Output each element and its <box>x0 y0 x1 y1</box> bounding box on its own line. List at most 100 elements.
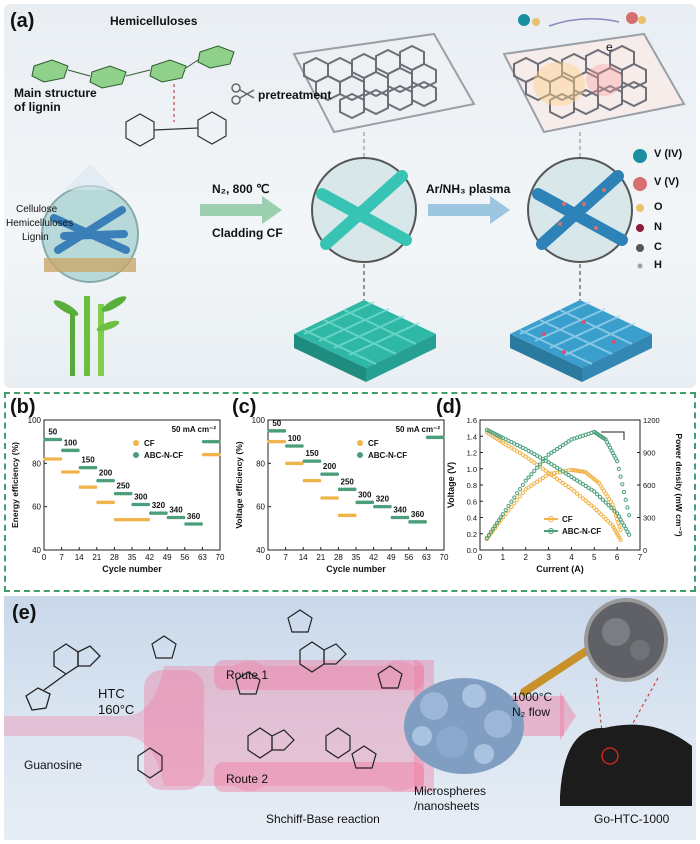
data-point <box>340 513 344 518</box>
data-point <box>623 526 628 531</box>
x-tick-label: 4 <box>569 553 574 562</box>
data-point <box>312 459 317 463</box>
x-tick-label: 49 <box>387 553 396 562</box>
data-point <box>297 444 302 448</box>
data-point <box>380 504 385 509</box>
data-point <box>555 446 560 452</box>
arrow-plasma <box>428 196 510 224</box>
data-point <box>603 516 608 522</box>
data-point <box>141 517 146 522</box>
data-point <box>206 439 211 444</box>
data-point <box>181 515 186 520</box>
data-point <box>543 455 548 461</box>
data-point <box>494 521 499 526</box>
legend-h: H <box>654 259 662 271</box>
data-point <box>368 500 372 505</box>
y-tick-label: 40 <box>256 546 265 555</box>
data-point <box>58 457 63 461</box>
x-tick-label: 21 <box>92 553 101 562</box>
data-point <box>597 494 603 500</box>
data-point <box>83 465 88 470</box>
product-label: Go-HTC-1000 <box>594 812 670 826</box>
data-point <box>393 515 397 520</box>
data-point <box>438 435 443 440</box>
x-axis-label: Cycle number <box>326 564 386 574</box>
data-point <box>290 444 294 448</box>
y2-tick-label: 1200 <box>643 416 660 425</box>
data-point <box>307 478 312 483</box>
data-point <box>535 479 540 484</box>
data-point <box>337 487 342 492</box>
data-point <box>435 435 440 440</box>
x-tick-label: 42 <box>145 553 154 562</box>
data-point <box>66 448 70 453</box>
data-point <box>357 500 362 505</box>
x-tick-label: 56 <box>404 553 413 562</box>
data-point <box>375 504 380 509</box>
current-annotation: 50 mA cm⁻² <box>172 425 217 434</box>
data-point <box>91 465 95 470</box>
legend-label: ABC-N-CF <box>368 451 407 460</box>
furfural-molecule <box>151 609 377 769</box>
data-point <box>609 505 614 511</box>
data-point <box>523 454 528 459</box>
data-point <box>335 472 339 476</box>
data-point <box>537 477 543 482</box>
data-point <box>116 517 120 522</box>
y-axis-label: Voltage efficiency (%) <box>234 441 244 528</box>
data-point <box>317 478 322 483</box>
data-point <box>383 504 387 509</box>
data-point <box>43 457 48 461</box>
data-point <box>151 511 156 515</box>
legend-v5: V (V) <box>654 176 680 188</box>
arrow1-bottom-label: Cladding CF <box>212 226 283 240</box>
data-point <box>136 502 141 507</box>
y2-tick-label: 300 <box>643 514 656 523</box>
x-tick-label: 28 <box>334 553 343 562</box>
data-point <box>350 513 355 518</box>
data-point <box>540 475 545 481</box>
current-annotation: 50 mA cm⁻² <box>396 425 441 434</box>
data-point <box>201 439 206 444</box>
data-point <box>488 530 493 535</box>
x-tick-label: 70 <box>216 553 225 562</box>
data-point <box>196 522 201 526</box>
data-point <box>103 478 108 483</box>
data-point <box>285 461 289 466</box>
data-point <box>616 514 621 519</box>
x-tick-label: 14 <box>299 553 308 562</box>
x-tick-label: 7 <box>59 553 64 562</box>
x-tick-label: 3 <box>546 553 551 562</box>
data-point <box>529 483 534 488</box>
data-point <box>623 497 628 502</box>
data-point <box>347 487 352 492</box>
data-point <box>133 502 138 507</box>
legend-o: O <box>654 201 663 213</box>
bamboo-icon <box>53 296 127 376</box>
data-point <box>410 520 415 524</box>
panel-e-label: (e) <box>12 602 37 624</box>
data-point <box>520 482 525 487</box>
panel-c-label: (c) <box>232 396 257 418</box>
data-point <box>199 522 203 526</box>
data-point <box>300 444 304 448</box>
data-point <box>88 485 93 489</box>
data-point <box>267 439 272 444</box>
data-point <box>131 517 136 522</box>
data-point <box>206 452 211 457</box>
data-point <box>93 465 98 470</box>
data-point <box>61 470 65 474</box>
x-tick-label: 7 <box>638 553 643 562</box>
data-point <box>118 491 123 496</box>
data-point <box>116 491 120 496</box>
data-point <box>98 478 103 483</box>
x-tick-label: 7 <box>283 553 288 562</box>
data-point <box>592 505 597 510</box>
data-point <box>500 512 505 517</box>
data-point <box>159 511 163 515</box>
panel-e: (e) Guanosine HTC 160°C Route 1 Route 2 … <box>4 596 696 840</box>
current-density-label: 200 <box>323 462 337 471</box>
data-point <box>418 520 422 524</box>
